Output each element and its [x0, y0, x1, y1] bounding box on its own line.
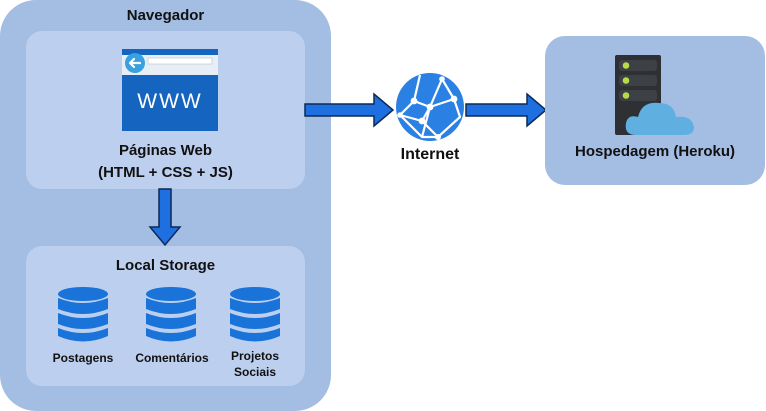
storage-item-label-line1: Projetos	[230, 349, 279, 363]
internet-label: Internet	[400, 146, 460, 163]
storage-item-label: Comentários	[126, 351, 218, 366]
storage-item-label: Postagens	[43, 351, 123, 366]
arrow-icon	[148, 188, 182, 247]
storage-item-label: Projetos Sociais	[215, 348, 295, 380]
server-cloud-icon	[615, 55, 694, 135]
arrow-icon	[465, 92, 548, 128]
local-storage-title: Local Storage	[115, 257, 216, 274]
database-icon	[58, 287, 108, 342]
database-icon	[146, 287, 196, 342]
globe-network-icon	[396, 73, 464, 141]
www-text: WWW	[137, 90, 202, 113]
arrow-icon	[304, 92, 395, 128]
local-storage-box	[26, 246, 305, 386]
browser-www-icon: WWW	[122, 49, 218, 131]
database-icon	[230, 287, 280, 342]
web-pages-label-line2: (HTML + CSS + JS)	[98, 164, 233, 181]
storage-item-label-line1: Comentários	[135, 351, 209, 365]
storage-item-label-line2: Sociais	[233, 365, 277, 379]
storage-item-label-line1: Postagens	[52, 351, 114, 365]
hosting-label: Hospedagem (Heroku)	[574, 143, 736, 160]
web-pages-label-line1: Páginas Web	[118, 142, 213, 159]
web-pages-label: Páginas Web (HTML + CSS + JS)	[26, 140, 305, 184]
browser-title: Navegador	[126, 7, 205, 24]
